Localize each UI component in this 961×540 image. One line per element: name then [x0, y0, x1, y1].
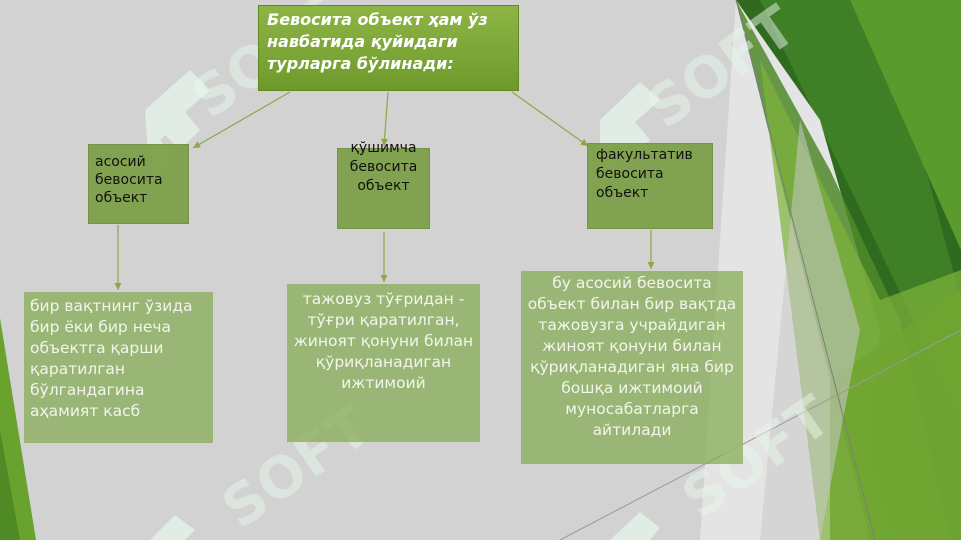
node-additional-object: қўшимча бевосита объект	[337, 140, 430, 229]
green-wedge	[0, 430, 20, 540]
connector-arrow	[511, 91, 589, 147]
description-additional: тажовуз тўғридан - тўғри қаратилган, жин…	[287, 284, 480, 442]
thin-line	[559, 329, 961, 540]
connector-arrow	[380, 91, 389, 147]
thin-line	[735, 0, 876, 540]
connector-arrow	[192, 91, 291, 149]
green-facet	[760, 120, 860, 540]
diagram-title: Бевосита объект ҳам ўз навбатида қуйидаг…	[258, 5, 519, 91]
description-main: бир вақтнинг ўзида бир ёки бир неча объе…	[24, 292, 213, 443]
node-optional-object: факультатив бевосита объект	[587, 143, 713, 229]
green-facet	[830, 290, 961, 540]
node-additional-label: қўшимча бевосита объект	[349, 140, 418, 194]
description-optional: бу асосий бевосита объект билан бир вақт…	[521, 271, 743, 464]
green-facet	[850, 0, 961, 250]
node-main-object: асосий бевосита объект	[88, 144, 189, 224]
